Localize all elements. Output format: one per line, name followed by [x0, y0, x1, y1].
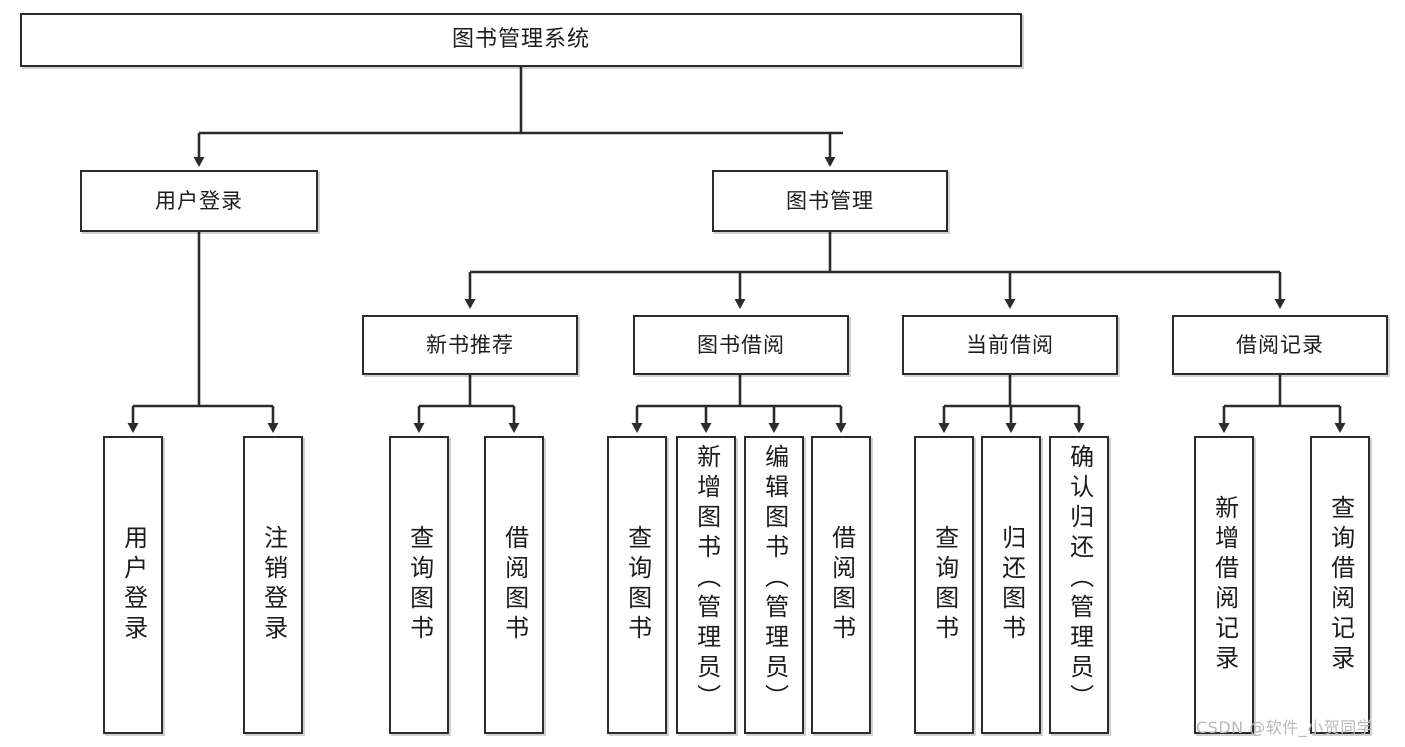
- leaf-book-borrow-query[interactable]: 查询图书: [607, 436, 667, 734]
- leaf-book-borrow-borrow[interactable]: 借阅图书: [811, 436, 871, 734]
- node-current-borrow[interactable]: 当前借阅: [902, 315, 1118, 375]
- node-new-book-recommend[interactable]: 新书推荐: [362, 315, 578, 375]
- node-user-login-label: 用户登录: [155, 188, 243, 213]
- leaf-label: 编辑图书（管理员）: [760, 444, 789, 714]
- leaf-borrow-record-add[interactable]: 新增借阅记录: [1194, 436, 1254, 734]
- leaf-label: 注销登录: [259, 525, 288, 645]
- leaf-label: 新增图书（管理员）: [692, 444, 721, 714]
- leaf-book-borrow-edit[interactable]: 编辑图书（管理员）: [744, 436, 804, 734]
- leaf-user-login-login[interactable]: 用户登录: [103, 436, 163, 734]
- leaf-label: 查询图书: [930, 525, 959, 645]
- leaf-label: 借阅图书: [500, 525, 529, 645]
- node-book-borrow[interactable]: 图书借阅: [633, 315, 849, 375]
- leaf-label: 借阅图书: [827, 525, 856, 645]
- leaf-user-login-logout[interactable]: 注销登录: [243, 436, 303, 734]
- leaf-label: 用户登录: [119, 525, 148, 645]
- node-book-borrow-label: 图书借阅: [697, 332, 785, 357]
- node-current-borrow-label: 当前借阅: [966, 332, 1054, 357]
- node-book-management[interactable]: 图书管理: [712, 170, 948, 232]
- leaf-current-borrow-return[interactable]: 归还图书: [981, 436, 1041, 734]
- node-root-label: 图书管理系统: [451, 27, 590, 53]
- node-borrow-record-label: 借阅记录: [1236, 332, 1324, 357]
- leaf-label: 确认归还（管理员）: [1065, 444, 1094, 714]
- node-user-login[interactable]: 用户登录: [80, 170, 318, 232]
- node-borrow-record[interactable]: 借阅记录: [1172, 315, 1388, 375]
- leaf-current-borrow-query[interactable]: 查询图书: [914, 436, 974, 734]
- leaf-label: 查询借阅记录: [1326, 495, 1355, 675]
- node-root[interactable]: 图书管理系统: [20, 13, 1022, 67]
- csdn-watermark: CSDN @软件_小贺同学: [1196, 718, 1374, 737]
- leaf-new-book-borrow[interactable]: 借阅图书: [484, 436, 544, 734]
- leaf-label: 查询图书: [623, 525, 652, 645]
- leaf-label: 新增借阅记录: [1210, 495, 1239, 675]
- node-new-book-recommend-label: 新书推荐: [426, 332, 514, 357]
- node-book-management-label: 图书管理: [786, 188, 874, 213]
- leaf-current-borrow-confirm-return[interactable]: 确认归还（管理员）: [1049, 436, 1109, 734]
- leaf-label: 查询图书: [405, 525, 434, 645]
- leaf-new-book-query[interactable]: 查询图书: [389, 436, 449, 734]
- leaf-label: 归还图书: [997, 525, 1026, 645]
- leaf-borrow-record-query[interactable]: 查询借阅记录: [1310, 436, 1370, 734]
- leaf-book-borrow-add[interactable]: 新增图书（管理员）: [676, 436, 736, 734]
